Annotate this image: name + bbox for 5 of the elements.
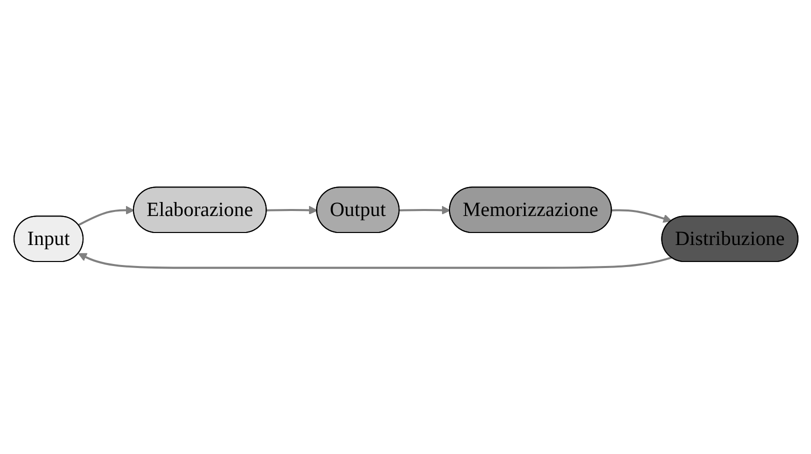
arrow (611, 208, 672, 222)
arrow (78, 252, 672, 268)
arrow (399, 205, 450, 214)
arrow (266, 205, 318, 214)
arrow (78, 205, 134, 226)
